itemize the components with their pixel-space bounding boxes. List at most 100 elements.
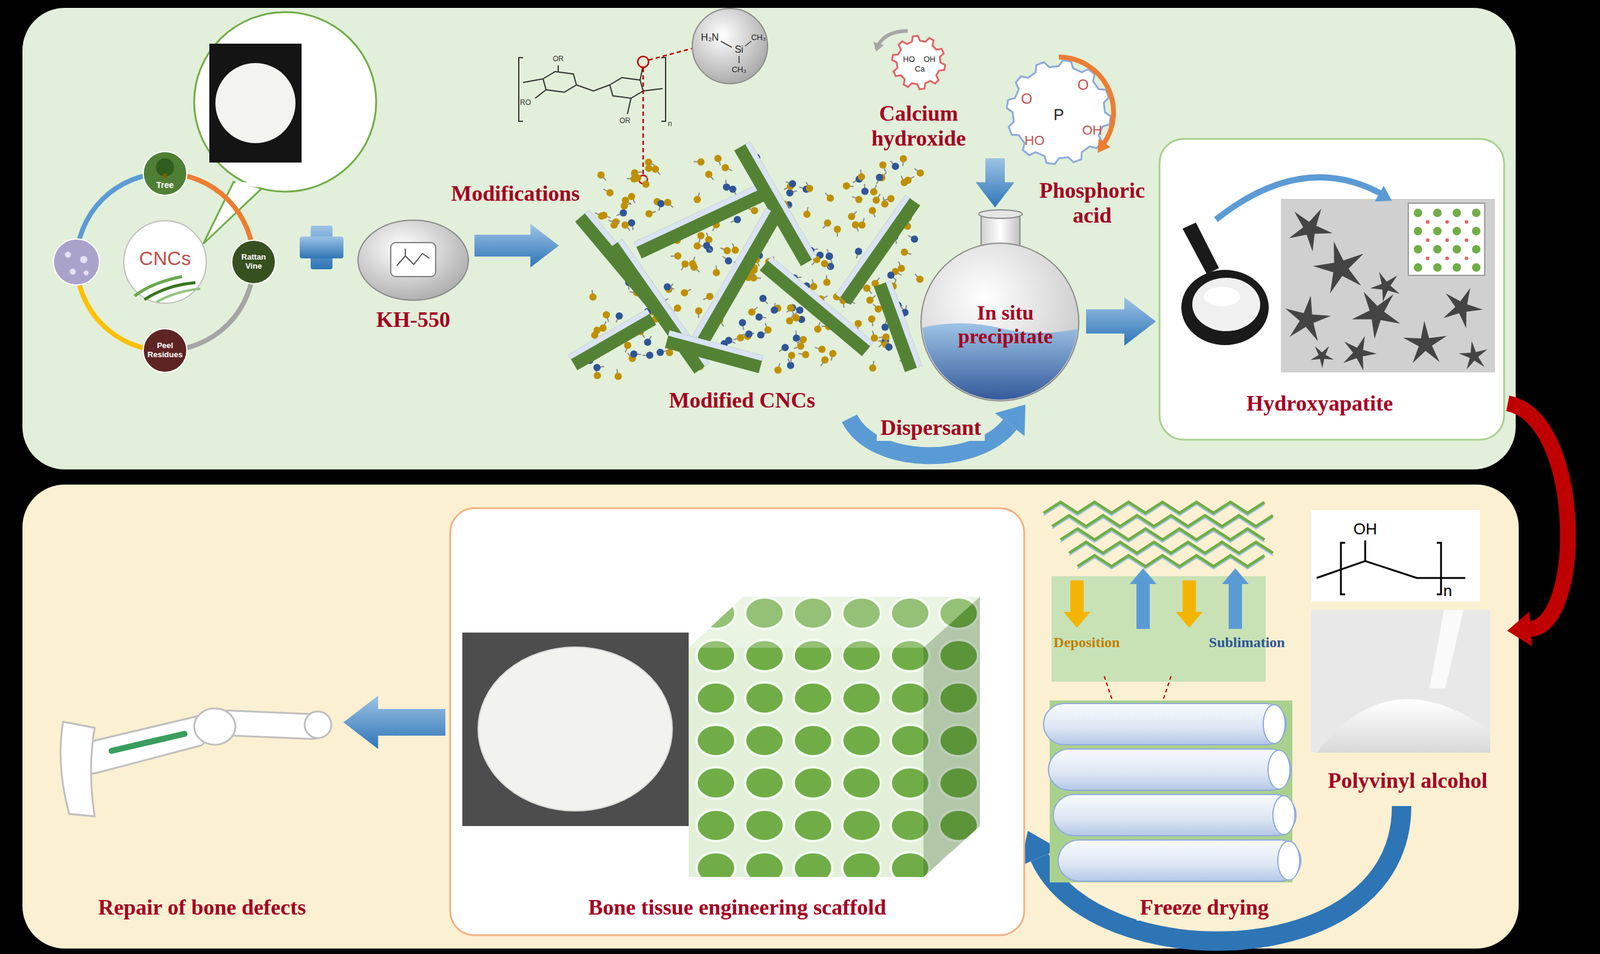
material-box: Polyvinyl alcohol [1304, 506, 1505, 804]
chemical-label: Ca [914, 64, 926, 75]
process-illustration-shape [1058, 840, 1301, 882]
node-label: KH-550 [376, 307, 451, 333]
cellulose-structure [627, 98, 632, 115]
link-marker [637, 56, 649, 68]
grafted-molecules [879, 161, 887, 169]
product-box-shape [1215, 177, 1384, 220]
application-illustration-shape [226, 723, 312, 727]
scaffold-box-shape [923, 597, 980, 878]
grafted-molecules [627, 192, 636, 201]
grafted-molecules [597, 212, 605, 220]
source-circle-shape [143, 328, 187, 373]
cnc-cluster: Modified CNCs [561, 136, 917, 417]
scaffold-box-shape [478, 647, 673, 812]
application-illustration: Repair of bone defects [50, 655, 340, 929]
grafted-molecules [745, 330, 753, 338]
grafted-molecules [863, 284, 871, 292]
cnc-rods [568, 141, 923, 374]
application-illustration-shape [226, 723, 312, 727]
product-box-shape [1464, 238, 1469, 243]
grafted-molecules [868, 364, 877, 372]
grafted-molecules [887, 271, 895, 280]
cnc-rods [664, 330, 764, 374]
top-panel [22, 7, 1516, 470]
chemical-label: HO [902, 55, 915, 65]
reagent-gear-shape [1058, 57, 1114, 144]
product-box-shape [1443, 288, 1483, 329]
grafted-molecules [805, 185, 814, 193]
chemical-label: CH₃ [751, 33, 766, 43]
process-illustration-shape [1048, 749, 1292, 791]
cellulose-structure [543, 71, 577, 93]
chemical-label: OR [619, 117, 631, 126]
product-box-shape [1413, 245, 1423, 254]
product-box-shape [1408, 203, 1485, 276]
process-illustration-shape [1272, 796, 1295, 835]
grafted-molecules [643, 338, 652, 346]
grafted-molecules [644, 158, 653, 166]
chemical-label: OR [552, 55, 564, 64]
grafted-molecules [823, 279, 831, 287]
product-box-shape [1464, 256, 1469, 261]
grafted-molecules [874, 305, 883, 313]
grafted-molecules [899, 155, 908, 163]
product-box-shape [1445, 256, 1449, 261]
chemical-label: HO [1024, 132, 1045, 149]
grafted-molecules [619, 209, 627, 217]
product-box-shape [1203, 286, 1241, 307]
product-box: Hydroxyapatite [1158, 137, 1506, 442]
process-illustration-shape [1175, 580, 1203, 628]
process-illustration-shape [1043, 502, 1265, 514]
application-illustration-shape [194, 708, 236, 746]
grafted-molecules [651, 165, 659, 173]
source-circle [69, 268, 76, 275]
grafted-molecules [751, 206, 759, 215]
grafted-molecules [723, 246, 732, 255]
grafted-molecules [881, 200, 889, 208]
grafted-molecules [803, 210, 811, 218]
product-box-shape [1452, 226, 1462, 236]
product-box-shape [1310, 346, 1334, 369]
product-box-shape [1452, 263, 1462, 272]
speech-bubble [209, 43, 302, 163]
product-box-shape [1413, 226, 1423, 236]
grafted-molecules [712, 268, 721, 277]
flow-arrow [975, 158, 1015, 208]
grafted-molecules [656, 348, 664, 357]
grafted-molecules [630, 350, 638, 358]
grafted-molecules [689, 260, 697, 268]
flow-arrow [474, 223, 559, 268]
grafted-molecules [870, 188, 878, 196]
silane-ball [692, 8, 768, 84]
product-box-shape [1288, 208, 1333, 252]
node-label: Rattan Vine [233, 253, 274, 272]
material-box-shape [1364, 540, 1367, 562]
grafted-molecules [810, 282, 818, 291]
process-illustration-shape [1052, 518, 1273, 530]
flow-arrow [1507, 403, 1568, 647]
grafted-molecules [733, 216, 741, 224]
scaffold-box-shape [462, 632, 689, 827]
product-box-shape [1433, 208, 1442, 218]
cellulose-structure [609, 77, 644, 99]
flow-arrow [1086, 297, 1156, 346]
material-box-shape [1316, 561, 1466, 579]
product-box-shape [1182, 222, 1219, 275]
speech-bubble [215, 63, 296, 144]
cnc-rods [568, 309, 657, 371]
silane-ball [720, 41, 732, 48]
flow-arrow [1507, 611, 1533, 647]
grafted-molecules [602, 311, 610, 319]
cellulose-structure [557, 65, 559, 72]
grafted-molecules [663, 283, 672, 291]
source-circle-shape [163, 173, 167, 179]
node-label: Hydroxyapatite [1246, 391, 1393, 417]
bottom-panel [22, 484, 1519, 949]
reagent-ellipse-shape [357, 220, 469, 301]
grafted-molecules [848, 212, 856, 221]
grafted-molecules [887, 195, 895, 203]
product-box-shape [1452, 245, 1462, 254]
product-box-shape [1458, 340, 1488, 370]
grafted-molecules [594, 371, 602, 380]
grafted-molecules [802, 351, 810, 359]
